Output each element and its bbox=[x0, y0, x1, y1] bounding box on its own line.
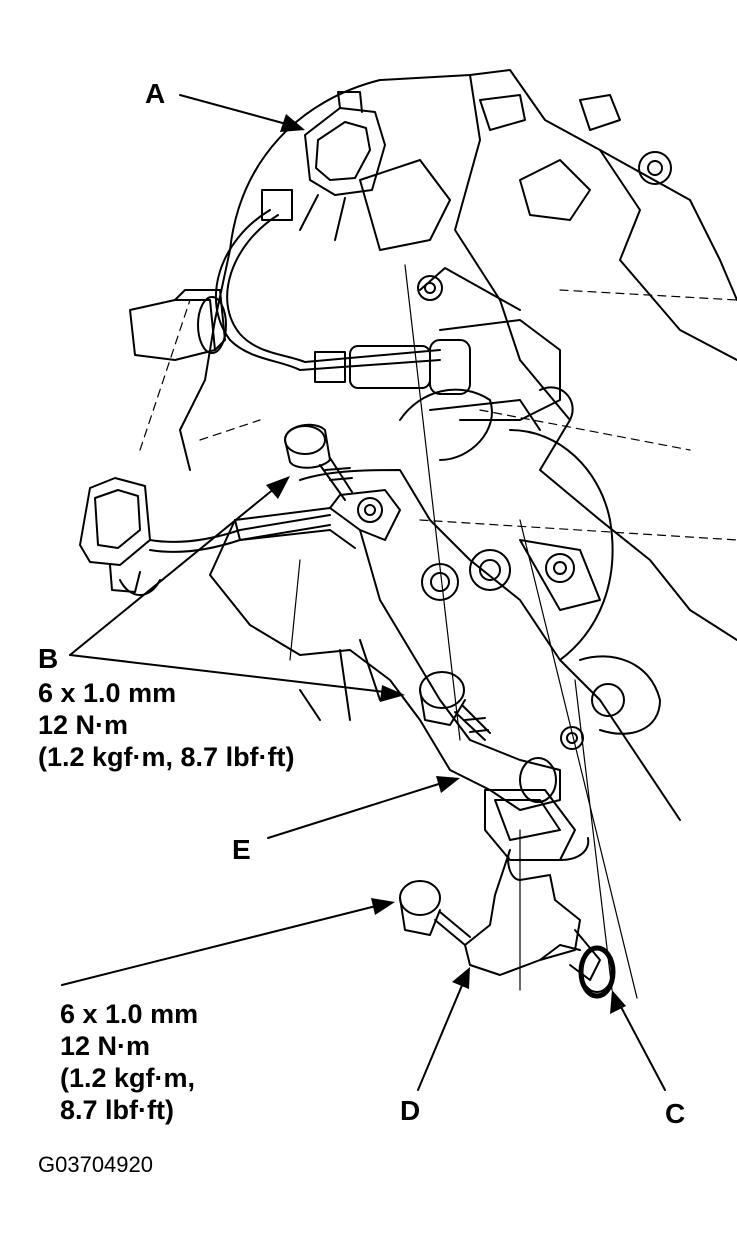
torque-spec-lower: 6 x 1.0 mm 12 N·m (1.2 kgf·m, 8.7 lbf·ft… bbox=[60, 998, 198, 1126]
torque-conversion-lower-1: (1.2 kgf·m, bbox=[60, 1063, 196, 1093]
leader-bolt-d bbox=[61, 904, 381, 986]
sensor-connector-left bbox=[129, 289, 227, 361]
torque-spec-upper: 6 x 1.0 mm 12 N·m (1.2 kgf·m, 8.7 lbf·ft… bbox=[38, 677, 295, 773]
leader-a bbox=[179, 94, 291, 126]
torque-value-upper: 12 N·m bbox=[38, 710, 129, 740]
arrowhead-a bbox=[280, 114, 305, 132]
connector-a bbox=[261, 91, 386, 241]
arrowhead-e bbox=[436, 776, 460, 793]
arrowhead-b-upper bbox=[266, 476, 290, 499]
leader-e bbox=[267, 781, 446, 839]
reference-lines bbox=[139, 289, 737, 541]
leader-b-upper bbox=[69, 487, 276, 656]
torque-conversion-upper: (1.2 kgf·m, 8.7 lbf·ft) bbox=[38, 742, 295, 772]
bolt-size-lower: 6 x 1.0 mm bbox=[60, 999, 199, 1029]
leader-d bbox=[417, 982, 464, 1091]
connector-e bbox=[484, 789, 590, 861]
figure-id: G03704920 bbox=[38, 1152, 153, 1177]
alignment-lines bbox=[289, 264, 638, 999]
o-ring-c bbox=[578, 945, 616, 999]
callout-d: D bbox=[400, 1095, 421, 1126]
arrowhead-d bbox=[452, 967, 470, 989]
wire-harness bbox=[119, 209, 471, 596]
callout-a: A bbox=[145, 78, 166, 109]
leader-lines bbox=[61, 94, 666, 1091]
bolt-size-upper: 6 x 1.0 mm bbox=[38, 678, 177, 708]
torque-conversion-lower-2: 8.7 lbf·ft) bbox=[60, 1095, 174, 1125]
arrowhead-b-lower bbox=[380, 685, 405, 702]
arrowhead-c bbox=[610, 990, 626, 1014]
callout-e: E bbox=[232, 834, 251, 865]
bolt-b-lower bbox=[419, 671, 491, 741]
bracket-assembly bbox=[209, 489, 561, 811]
sensor-d bbox=[464, 849, 614, 993]
connector-lower-left bbox=[79, 477, 151, 593]
torque-value-lower: 12 N·m bbox=[60, 1031, 151, 1061]
arrowhead-bolt-d bbox=[371, 898, 395, 915]
bolt-b-upper bbox=[284, 423, 353, 501]
leader-c bbox=[619, 1004, 666, 1091]
bolt-d bbox=[399, 880, 471, 946]
leader-b-lower bbox=[69, 654, 386, 693]
callout-b: B bbox=[38, 643, 59, 674]
arrowheads bbox=[266, 114, 626, 1014]
callout-c: C bbox=[665, 1098, 686, 1129]
